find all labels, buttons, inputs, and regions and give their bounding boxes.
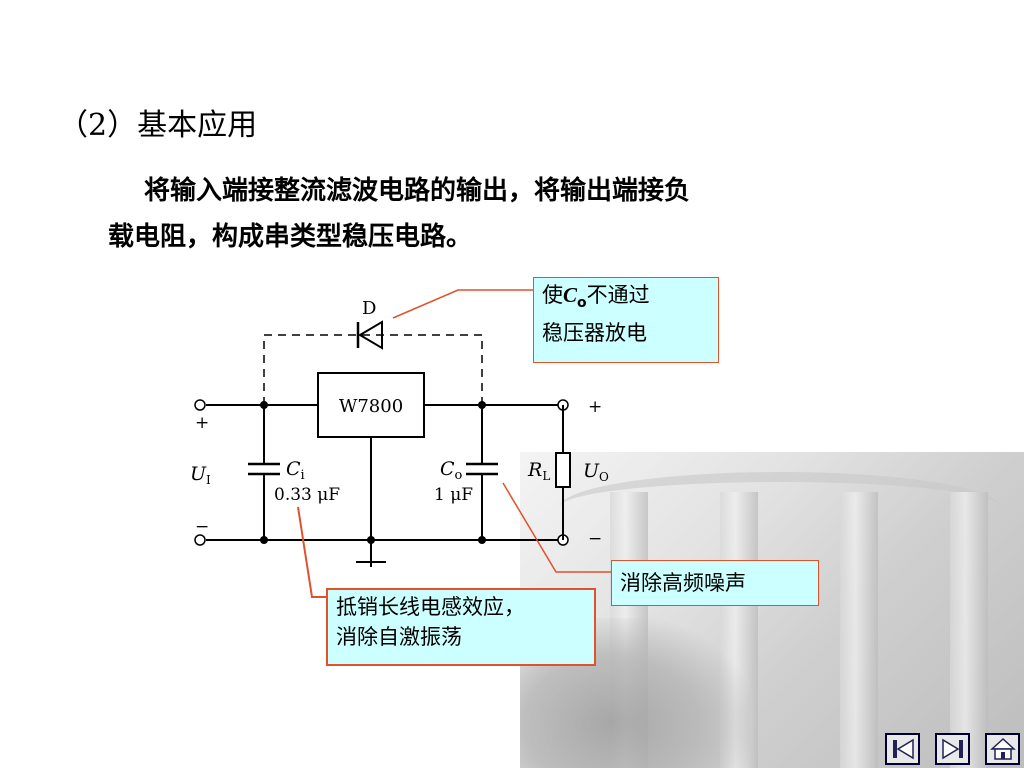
skip-back-icon xyxy=(892,738,914,760)
paragraph-line-2: 载电阻，构成串类型稳压电路。 xyxy=(108,222,473,252)
skip-forward-icon xyxy=(941,738,963,760)
load-resistor xyxy=(555,405,571,540)
home-button[interactable] xyxy=(985,733,1020,765)
last-slide-button[interactable] xyxy=(935,733,970,765)
ci-purpose-callout: 抵销长线电感效应， 消除自激振荡 xyxy=(326,588,596,666)
diode-label: D xyxy=(362,298,376,319)
slide-navigation xyxy=(885,733,1020,765)
diode-bypass-wire xyxy=(263,334,483,405)
input-minus-label: − xyxy=(195,517,209,537)
home-icon xyxy=(989,737,1016,760)
output-plus-label: + xyxy=(588,397,602,417)
rl-label: RL xyxy=(527,459,550,483)
co-label: Co xyxy=(440,458,463,483)
ci-value: 0.33 μF xyxy=(274,485,340,505)
diode-purpose-callout: 使Co不通过 稳压器放电 xyxy=(533,277,719,363)
ci-callout-leader xyxy=(297,506,326,598)
description-paragraph: 将输入端接整流滤波电路的输出，将输出端接负 载电阻，构成串类型稳压电路。 xyxy=(108,168,868,260)
regulator-label: W7800 xyxy=(339,396,403,417)
paragraph-line-1: 将输入端接整流滤波电路的输出，将输出端接负 xyxy=(144,176,691,206)
diode-symbol xyxy=(356,320,383,350)
input-voltage-label: UI xyxy=(190,463,211,487)
input-top-terminal xyxy=(194,399,206,411)
input-bottom-terminal xyxy=(194,534,206,546)
co-callout-leader xyxy=(502,482,611,573)
junction-dot xyxy=(367,536,375,544)
background-building-photo xyxy=(520,452,1024,768)
output-voltage-label: UO xyxy=(583,460,609,484)
ground-symbol xyxy=(356,561,386,567)
input-plus-label: + xyxy=(195,413,209,433)
co-purpose-callout: 消除高频噪声 xyxy=(611,560,819,606)
first-slide-button[interactable] xyxy=(885,733,920,765)
ci-label: Ci xyxy=(286,458,305,483)
diode-callout-leader xyxy=(392,289,535,319)
input-capacitor xyxy=(248,405,280,540)
output-minus-label: − xyxy=(588,529,602,549)
section-heading: （2）基本应用 xyxy=(58,108,258,143)
output-capacitor xyxy=(466,405,498,540)
co-value: 1 μF xyxy=(434,485,473,505)
